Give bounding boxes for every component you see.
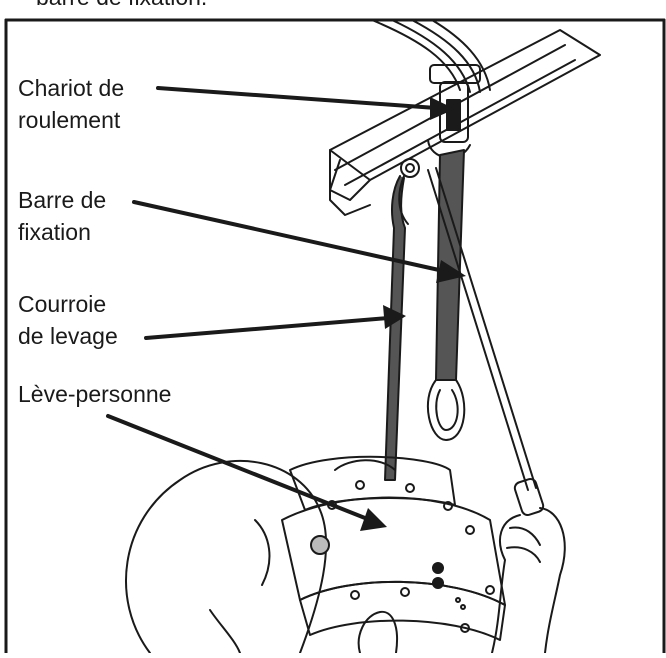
label-bar-line2: fixation — [18, 218, 91, 246]
label-trolley-line2: roulement — [18, 106, 120, 134]
label-strap-line1: Courroie — [18, 290, 106, 318]
ceiling-rail — [330, 30, 600, 215]
label-lift: Lève-personne — [18, 380, 171, 408]
callout-arrows — [108, 88, 466, 531]
arrow-lift-line — [108, 416, 370, 520]
arrow-strap-line — [146, 318, 388, 338]
hand — [492, 508, 565, 653]
label-strap-line2: de levage — [18, 322, 118, 350]
label-bar-line1: Barre de — [18, 186, 106, 214]
hand-lower — [359, 612, 397, 653]
spreader-bar — [282, 457, 505, 640]
label-trolley-line1: Chariot de — [18, 74, 124, 102]
arrow-lift-head — [360, 508, 387, 531]
arrow-trolley-line — [158, 88, 436, 108]
top-text-fragment: barre de fixation. — [36, 0, 207, 11]
